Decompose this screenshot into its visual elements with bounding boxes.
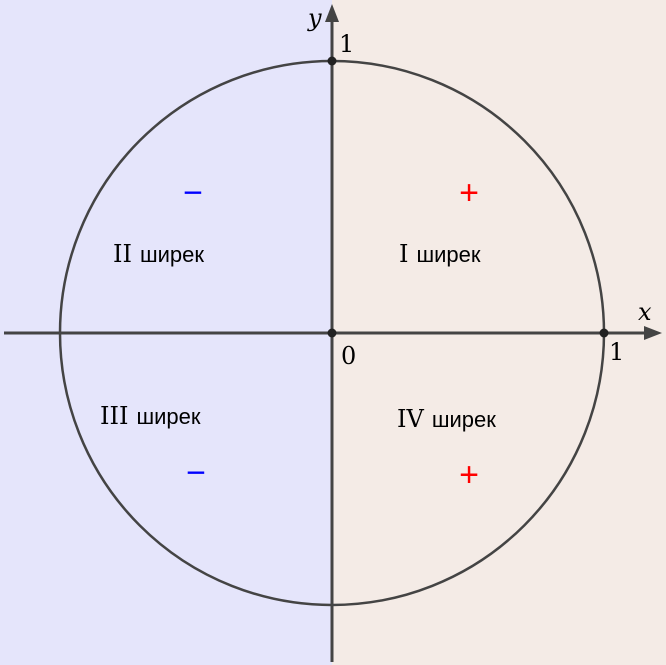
origin-label: 0 bbox=[341, 342, 356, 370]
point-1-0 bbox=[599, 328, 609, 338]
point-0-1 bbox=[327, 56, 337, 66]
sign-minus: − bbox=[186, 454, 206, 492]
y-axis-arrow-icon bbox=[325, 4, 339, 22]
y-axis-label: y bbox=[307, 4, 322, 32]
x-axis-label: x bbox=[638, 298, 652, 326]
x-axis-arrow-icon bbox=[644, 326, 662, 340]
sign-plus: + bbox=[459, 456, 479, 494]
y-unit-label: 1 bbox=[339, 30, 354, 58]
x-unit-label: 1 bbox=[609, 338, 624, 366]
sign-minus: − bbox=[183, 174, 203, 212]
origin-point bbox=[327, 328, 337, 338]
sign-plus: + bbox=[459, 174, 479, 212]
